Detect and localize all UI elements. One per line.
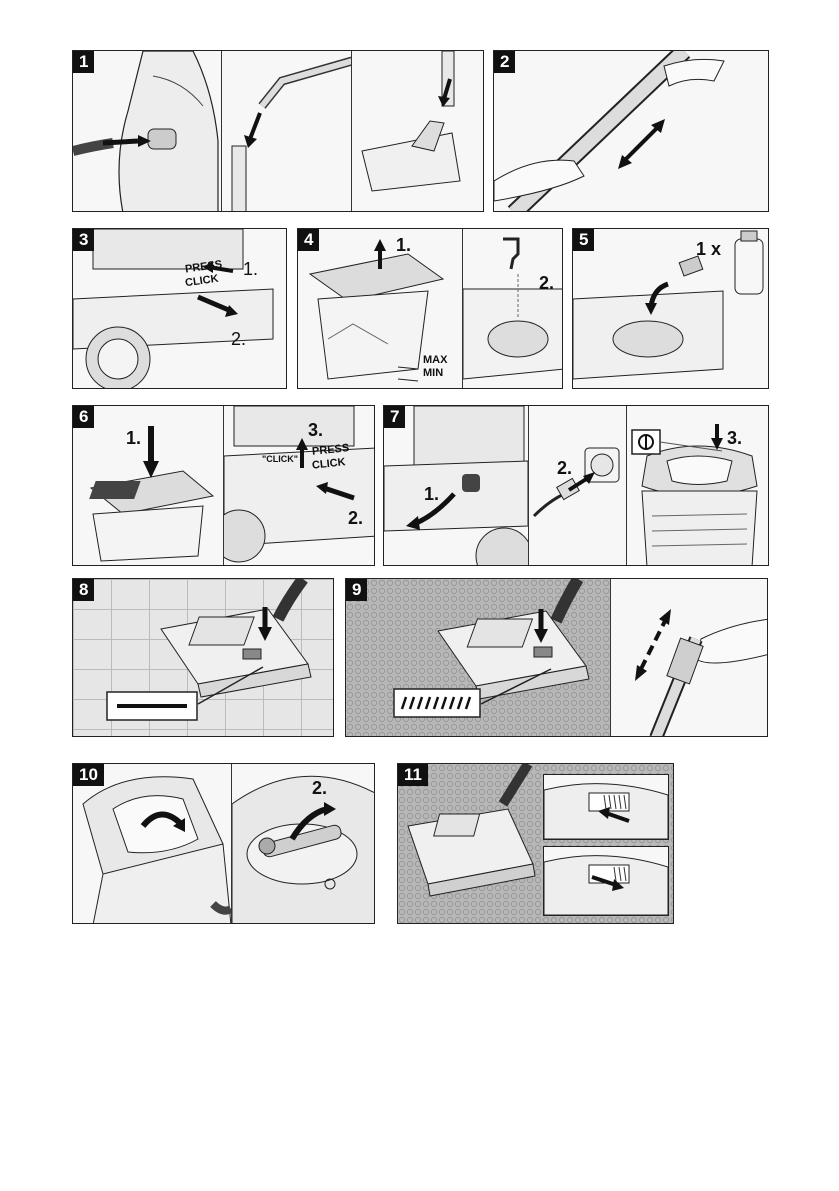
step-8-panel: 8 <box>72 578 334 737</box>
max-marking: MAX <box>423 354 448 366</box>
step-number: 6 <box>73 406 95 428</box>
step-label: 3. <box>727 428 743 448</box>
telescopic-tube-adjust-illustration <box>494 51 725 211</box>
step-5-panel: 5 1 x <box>572 228 769 389</box>
plug-in-illustration <box>532 447 620 518</box>
step-number: 1 <box>73 51 95 73</box>
step-number: 7 <box>384 406 406 428</box>
step-label: 3. <box>308 420 324 440</box>
brush-retracted-illustration <box>544 855 668 915</box>
step-number: 8 <box>73 579 95 601</box>
reattach-container-illustration <box>224 406 374 563</box>
dose-label: 1 x <box>696 239 722 259</box>
step-2-panel: 2 <box>493 50 769 212</box>
step-number: 3 <box>73 229 95 251</box>
brush-out-detail <box>543 774 669 840</box>
brush-extended-illustration <box>544 783 668 839</box>
step-number: 2 <box>494 51 516 73</box>
step-label: 1. <box>243 259 259 279</box>
step-number: 10 <box>73 764 104 786</box>
insert-filter-illustration <box>89 426 215 562</box>
add-liquid-illustration <box>573 230 764 380</box>
step-label: 1. <box>396 235 412 255</box>
attach-tube-illustration <box>231 56 352 211</box>
remove-container-illustration <box>73 229 274 388</box>
step-label: 2. <box>312 778 328 798</box>
step-number: 11 <box>398 764 428 786</box>
attach-nozzle-illustration <box>361 51 461 192</box>
lift-filter-illustration <box>308 239 445 382</box>
step-label: 2. <box>557 458 573 478</box>
step-10-panel: 10 2. <box>72 763 375 924</box>
attach-hose-illustration <box>73 51 219 211</box>
step-6-panel: 6 1. 3. 2. "CLICK" PRESS CLICK <box>72 405 375 566</box>
remove-accessory-illustration <box>232 775 374 923</box>
hard-floor-setting-illustration <box>106 579 312 721</box>
step-number: 4 <box>298 229 320 251</box>
vacuum-motion-illustration <box>635 609 767 736</box>
min-marking: MIN <box>423 367 444 379</box>
step-label: 2. <box>539 273 555 293</box>
carpet-setting-illustration <box>393 579 590 718</box>
step-3-panel: 3 1. 2. PRESS CLICK <box>72 228 287 389</box>
step-number: 9 <box>346 579 368 601</box>
step-label: 2. <box>231 329 247 349</box>
unwind-cord-illustration <box>384 406 528 565</box>
step-label: 2. <box>348 508 364 528</box>
step-1-panel: 1 <box>72 50 484 212</box>
step-9-panel: 9 <box>345 578 768 737</box>
step-7-panel: 7 1. 2. 3. <box>383 405 769 566</box>
brush-in-detail <box>543 846 669 916</box>
step-4-panel: 4 1. MAX MIN 2. <box>297 228 563 389</box>
step-label: 1. <box>424 484 440 504</box>
click-sound-label: "CLICK" <box>262 454 299 464</box>
open-lid-illustration <box>82 776 231 923</box>
step-number: 5 <box>573 229 595 251</box>
fill-water-illustration <box>463 237 562 380</box>
step-11-panel: 11 <box>397 763 674 924</box>
step-label: 1. <box>126 428 142 448</box>
nozzle-on-carpet-illustration <box>407 764 536 897</box>
switch-on-illustration <box>631 424 758 565</box>
